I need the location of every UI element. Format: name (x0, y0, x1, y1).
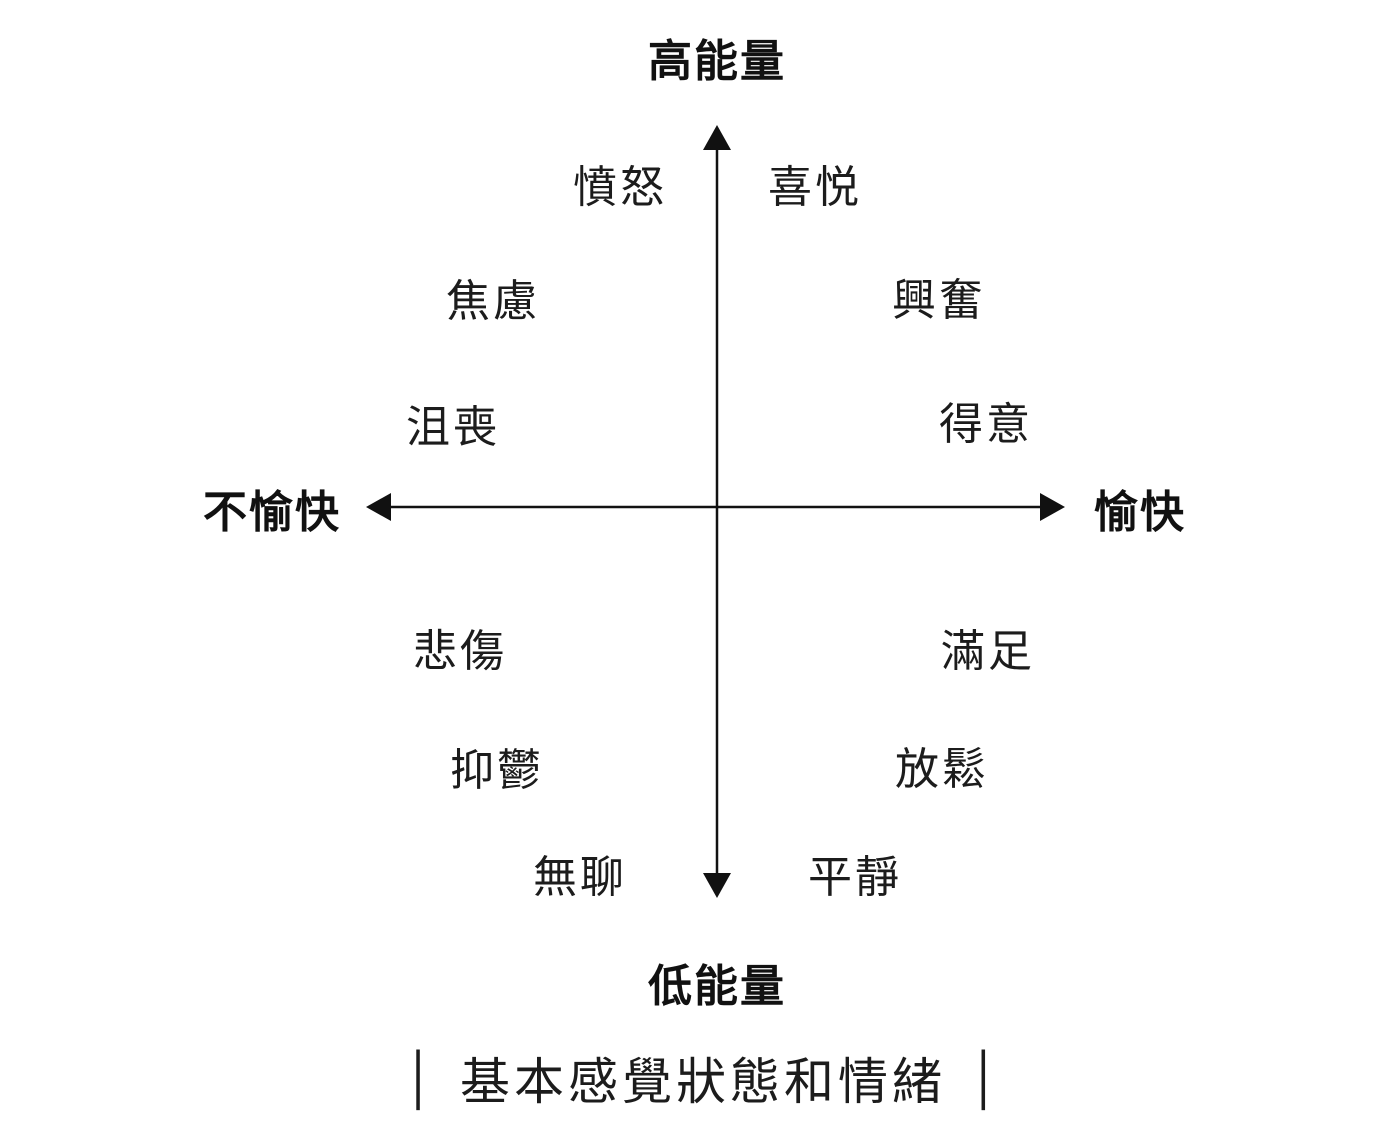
emotion-label-calm: 平靜 (808, 853, 902, 902)
axis-label-unpleasant: 不愉快 (203, 488, 341, 537)
axis-label-low-energy: 低能量 (648, 962, 786, 1011)
emotion-label-relaxation: 放鬆 (895, 745, 989, 794)
emotion-label-anxiety: 焦慮 (446, 277, 540, 326)
emotion-label-excitement: 興奮 (892, 276, 986, 325)
up-arrowhead-icon (703, 125, 731, 150)
caption-divider-left: │ (404, 1049, 436, 1106)
emotion-label-depression: 抑鬱 (450, 746, 544, 795)
emotion-label-frustration: 沮喪 (406, 403, 500, 452)
axis-label-pleasant: 愉快 (1094, 488, 1186, 537)
caption-divider-right: │ (970, 1049, 1002, 1106)
axis-label-high-energy: 高能量 (648, 37, 786, 86)
emotion-label-pride: 得意 (939, 400, 1033, 449)
left-arrowhead-icon (366, 493, 391, 521)
diagram-caption: │ 基本感覺狀態和情緒 │ (405, 1042, 1002, 1114)
emotion-label-joy: 喜悦 (768, 163, 862, 212)
emotion-label-boredom: 無聊 (533, 853, 627, 902)
caption-title: 基本感覺狀態和情緒 (460, 1054, 946, 1110)
down-arrowhead-icon (703, 873, 731, 898)
emotion-label-anger: 憤怒 (573, 163, 667, 212)
emotion-label-sadness: 悲傷 (413, 627, 507, 676)
right-arrowhead-icon (1040, 493, 1065, 521)
emotion-label-satisfaction: 滿足 (941, 627, 1035, 676)
